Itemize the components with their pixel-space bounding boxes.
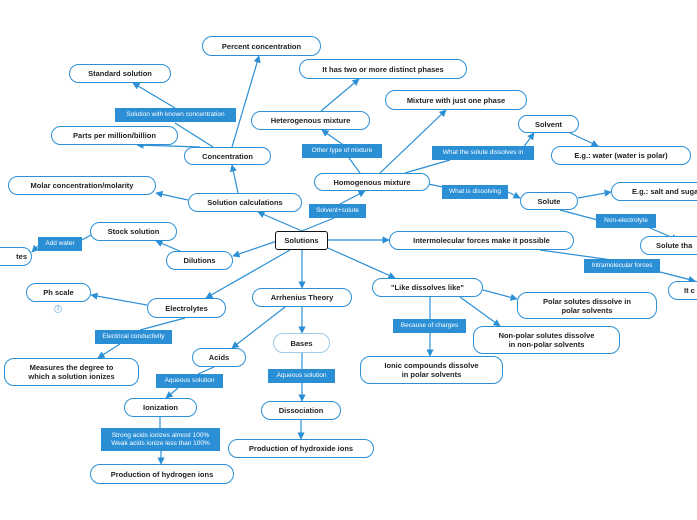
label-aqueous-solution-bases: Aqueous solution	[268, 369, 335, 383]
node-intermolecular-target[interactable]: It c	[668, 281, 697, 300]
node-like-dissolves-like[interactable]: "Like dissolves like"	[372, 278, 483, 297]
label-strong-weak-acids: Strong acids ionizes almost 100% Weak ac…	[101, 428, 220, 451]
connector-line	[31, 244, 40, 253]
connector-line	[569, 132, 599, 147]
connector-line	[507, 191, 521, 199]
label-solvent-solute: Solvent+solute	[309, 204, 366, 218]
node-nonpolar-solutes[interactable]: Non-polar solutes dissolve in non-polar …	[473, 326, 620, 354]
node-solution-calculations[interactable]: Solution calculations	[188, 193, 302, 212]
connector-line	[348, 157, 361, 174]
label-because-of-charges: Because of charges	[393, 319, 466, 333]
label-add-water: Add water	[38, 237, 82, 251]
node-acids[interactable]: Acids	[192, 348, 246, 367]
node-water-example[interactable]: E.g.: water (water is polar)	[551, 146, 691, 165]
node-arrhenius-theory[interactable]: Arrhenius Theory	[252, 288, 352, 307]
connector-line	[482, 289, 518, 301]
connector-line	[136, 141, 201, 149]
connector-line	[339, 190, 366, 205]
connector-line	[404, 159, 451, 174]
node-solute-that[interactable]: Solute tha	[640, 236, 697, 255]
node-parts-per-million[interactable]: Parts per million/billion	[51, 126, 178, 145]
connector-line	[155, 190, 189, 201]
label-non-electrolyte: Non-electrolyte	[596, 214, 656, 228]
node-concentration[interactable]: Concentration	[184, 147, 271, 165]
node-percent-concentration[interactable]: Percent concentration	[202, 36, 321, 56]
connector-line	[301, 217, 335, 232]
connector-line	[90, 292, 148, 306]
connector-line	[659, 271, 696, 283]
connector-line	[81, 234, 92, 241]
node-standard-solution[interactable]: Standard solution	[69, 64, 171, 83]
node-dilutions-target[interactable]: tes	[0, 247, 32, 266]
root-node-solutions[interactable]: Solutions	[275, 231, 328, 250]
connector-line	[539, 249, 613, 261]
node-heterogenous-mixture[interactable]: Heterogenous mixture	[251, 111, 370, 130]
node-bases[interactable]: Bases	[273, 333, 330, 353]
connector-line	[165, 387, 179, 399]
label-intramolecular-forces: Intramolecular forces	[584, 259, 660, 273]
node-hydroxide-ions[interactable]: Production of hydroxide ions	[228, 439, 374, 458]
node-homogenous-mixture[interactable]: Homogenous mixture	[314, 173, 430, 191]
node-hydrogen-ions[interactable]: Production of hydrogen ions	[90, 464, 234, 484]
node-measures-degree[interactable]: Measures the degree to which a solution …	[4, 358, 139, 386]
connector-line	[155, 240, 183, 253]
connector-line	[257, 211, 303, 232]
label-solution-known-concentration: Solution with known concentration	[115, 108, 236, 122]
connector-line	[320, 78, 360, 112]
node-one-phase[interactable]: Mixture with just one phase	[385, 90, 527, 110]
connector-line	[229, 164, 239, 194]
connector-line	[577, 189, 612, 199]
label-electrical-conductivity: Electrical conductivity	[95, 330, 172, 344]
node-solute[interactable]: Solute	[520, 192, 578, 210]
connector-line	[327, 247, 396, 279]
connector-line	[379, 109, 447, 174]
label-other-type-of-mixture: Other type of mixture	[302, 144, 382, 158]
connector-line	[321, 129, 343, 145]
label-aqueous-solution-acids: Aqueous solution	[156, 374, 223, 388]
connector-line	[174, 122, 214, 148]
node-two-phases[interactable]: It has two or more distinct phases	[299, 59, 467, 79]
node-intermolecular-forces[interactable]: Intermolecular forces make it possible	[389, 231, 574, 250]
connector-line	[197, 366, 215, 375]
node-ph-scale[interactable]: Ph scale	[26, 283, 91, 302]
node-polar-solutes[interactable]: Polar solutes dissolve in polar solvents	[517, 292, 657, 319]
node-ionic-compounds[interactable]: Ionic compounds dissolve in polar solven…	[360, 356, 503, 384]
connector-line	[231, 55, 261, 148]
connector-line	[132, 82, 176, 109]
node-solvent[interactable]: Solvent	[518, 115, 579, 133]
node-molar-concentration[interactable]: Molar concentration/molarity	[8, 176, 156, 195]
connector-line	[231, 306, 286, 349]
connector-line	[97, 343, 121, 359]
collapse-indicator[interactable]: 1	[54, 305, 62, 313]
label-what-solute-dissolves-in: What the solute dissolves in	[432, 146, 534, 160]
connector-line	[459, 296, 501, 327]
node-electrolytes[interactable]: Electrolytes	[147, 298, 226, 318]
node-ionization[interactable]: Ionization	[124, 398, 197, 417]
node-dissociation[interactable]: Dissociation	[261, 401, 341, 420]
label-what-is-dissolving: What is dissolving	[442, 185, 508, 199]
node-stock-solution[interactable]: Stock solution	[90, 222, 177, 241]
node-dilutions[interactable]: Dilutions	[166, 251, 233, 270]
connector-line	[139, 317, 186, 331]
connector-line	[232, 239, 281, 258]
node-salt-sugar-example[interactable]: E.g.: salt and suga	[611, 182, 697, 201]
connector-line	[205, 249, 291, 299]
